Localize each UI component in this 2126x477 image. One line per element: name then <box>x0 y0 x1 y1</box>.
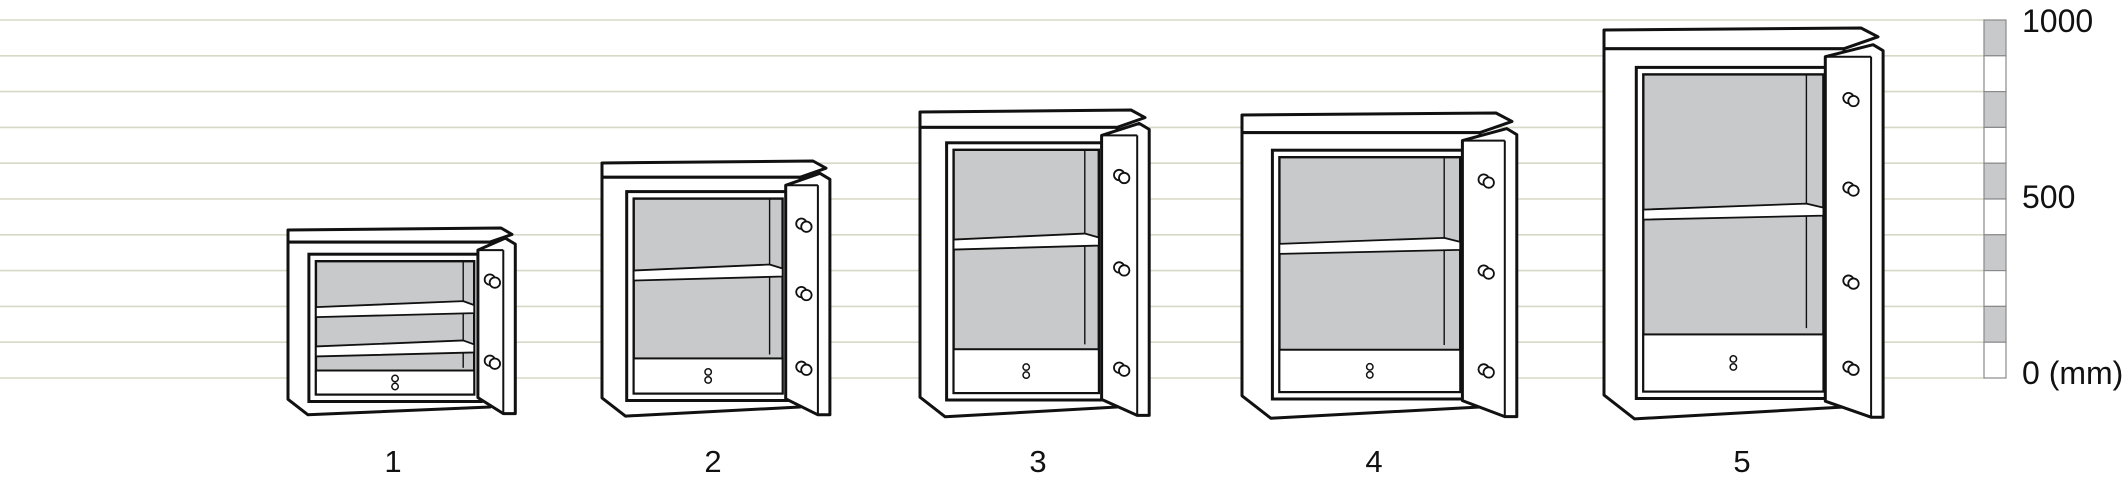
safe-label-1: 1 <box>384 444 401 477</box>
safe-shelf <box>314 339 476 358</box>
safe-drawer <box>314 369 476 396</box>
height-scale-bar <box>1983 19 2007 379</box>
safe-drawer <box>1278 348 1462 393</box>
door-bolt-icon <box>1482 366 1495 379</box>
door-bolt-icon <box>800 288 813 302</box>
safe-shelf <box>1278 236 1462 255</box>
scale-band <box>1983 19 2007 57</box>
door-bolt-icon <box>1847 184 1860 197</box>
safe-label-2: 2 <box>704 444 721 477</box>
scale-band <box>1983 234 2007 272</box>
door-bolt-icon <box>1118 171 1131 185</box>
safe-drawer <box>1642 333 1825 393</box>
safe-door <box>476 236 517 416</box>
door-bolt-icon <box>800 220 813 233</box>
safe-shelf <box>314 300 476 319</box>
safe-label-3: 3 <box>1029 444 1046 477</box>
safe-drawer <box>632 357 784 395</box>
safe-label-4: 4 <box>1365 444 1382 477</box>
scale-label-mid: 500 <box>2022 179 2075 215</box>
drawer-lock-icon <box>704 376 713 384</box>
safe-5 <box>1602 26 1885 421</box>
safe-shelf <box>1642 202 1825 221</box>
door-bolt-icon <box>488 357 501 370</box>
safe-4 <box>1240 111 1519 420</box>
door-bolt-icon <box>800 363 813 376</box>
door-bolt-icon <box>1118 264 1131 277</box>
safe-label-5: 5 <box>1733 444 1750 477</box>
scale-band <box>1983 90 2007 128</box>
scale-band <box>1983 162 2007 200</box>
scale-band <box>1983 270 2007 308</box>
safe-top-face <box>286 226 514 244</box>
door-bolt-icon <box>1482 267 1495 280</box>
drawer-lock-icon <box>1729 355 1738 363</box>
safe-drawer <box>952 348 1100 394</box>
safe-top-face <box>600 159 828 179</box>
door-bolt-icon <box>488 276 501 289</box>
safe-3 <box>918 108 1151 419</box>
safe-door <box>1823 43 1885 419</box>
door-bolt-icon <box>1847 277 1860 290</box>
drawer-lock-icon <box>1729 363 1738 371</box>
safe-top-face <box>1240 111 1514 135</box>
safe-shelf <box>632 263 784 282</box>
drawer-lock-icon <box>391 374 399 383</box>
safe-shelf <box>952 232 1100 251</box>
safe-top-face <box>918 108 1147 129</box>
drawer-lock-icon <box>1365 370 1374 379</box>
scale-band <box>1983 341 2007 379</box>
scale-band <box>1983 305 2007 343</box>
safes-group <box>286 26 1885 421</box>
scale-label-bottom: 0 (mm) <box>2022 355 2123 391</box>
scale-band <box>1983 55 2007 93</box>
drawer-lock-icon <box>391 382 399 391</box>
door-bolt-icon <box>1847 94 1860 108</box>
drawer-lock-icon <box>1365 362 1374 371</box>
safe-top-face <box>1602 26 1880 51</box>
door-bolt-icon <box>1847 363 1860 376</box>
door-bolt-icon <box>1118 364 1131 377</box>
safe-1 <box>286 226 517 417</box>
drawer-lock-icon <box>1022 371 1031 380</box>
drawer-lock-icon <box>1022 363 1031 372</box>
scale-label-top: 1000 <box>2022 3 2093 39</box>
door-bolt-icon <box>1482 176 1495 189</box>
scale-band <box>1983 198 2007 236</box>
safe-2 <box>600 159 832 418</box>
drawer-lock-icon <box>704 368 713 376</box>
scale-band <box>1983 126 2007 164</box>
